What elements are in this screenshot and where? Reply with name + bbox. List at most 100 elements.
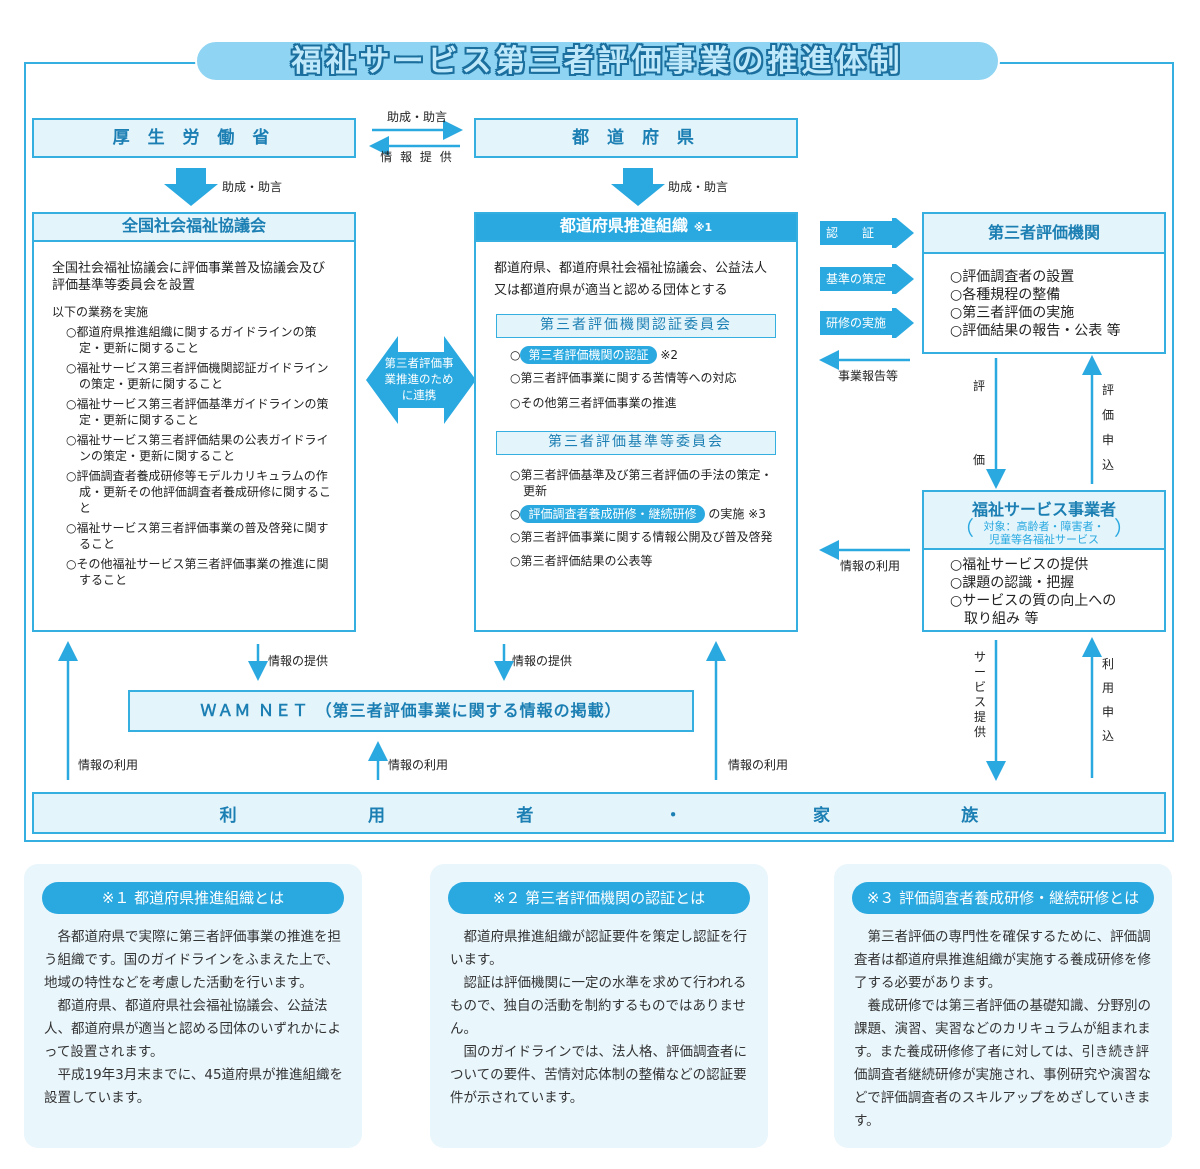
service-provide-char: サ: [973, 650, 986, 664]
zenshakyo-item: ○評価調査者養成研修等モデルカリキュラムの作成・更新その他評価調査者養成研修に関…: [66, 469, 332, 515]
provider-item: 取り組み 等: [950, 611, 1039, 627]
zenshakyo-item: ○その他福祉サービス第三者評価事業の推進に関すること: [66, 557, 329, 587]
eval-apply-label: 評 価 申 込: [1102, 378, 1118, 478]
provider-target-line2: 児童等各福祉サービス: [989, 533, 1099, 546]
provider-header: 福祉サービス事業者 （ 対象：高齢者・障害者・ 児童等各福祉サービス ）: [924, 492, 1164, 550]
use-apply-char: 込: [1102, 729, 1115, 743]
users-char: ・: [664, 805, 682, 826]
note-paragraph: 都道府県推進組織が認証要件を策定し認証を行います。: [450, 929, 747, 968]
eval-apply-char: 申: [1102, 433, 1115, 447]
use-apply-char: 利: [1102, 657, 1115, 671]
provider-item: ○課題の認識・把握: [950, 575, 1075, 591]
promotion-org-panel: 都道府県推進組織 ※1 都道府県、都道府県社会福祉協議会、公益法人又は都道府県が適…: [474, 212, 798, 632]
provider-title: 福祉サービス事業者: [971, 500, 1116, 519]
agency-panel: 第三者評価機関 ○評価調査者の設置 ○各種規程の整備 ○第三者評価の実施 ○評価…: [922, 212, 1166, 354]
note-paragraph: 第三者評価の専門性を確保するために、評価調査者は都道府県推進組織が実施する養成研…: [854, 929, 1151, 991]
note-title-1: ※１ 都道府県推進組織とは: [42, 882, 344, 914]
cert-item-prefix: ○: [510, 348, 521, 362]
note-title-3: ※３ 評価調査者養成研修・継続研修とは: [852, 882, 1154, 914]
promotion-org-desc: 都道府県、都道府県社会福祉協議会、公益法人又は都道府県が適当と認める団体とする: [494, 261, 768, 298]
link-label-support: 助成・助言: [386, 110, 447, 124]
provider-target: （ 対象：高齢者・障害者・ 児童等各福祉サービス ）: [924, 516, 1164, 546]
service-provide-char: ス: [973, 695, 986, 709]
training-suffix: の実施: [708, 507, 745, 521]
service-provide-label: サ ー ビ ス 提 供: [972, 650, 988, 740]
wamnet-box: ＷＡＭ ＮＥＴ （第三者評価事業に関する情報の掲載）: [128, 690, 694, 732]
note-paragraph: 認証は評価機関に一定の水準を求めて行われるもので、独自の活動を制約するものではあ…: [450, 975, 747, 1037]
users-char: 用: [367, 805, 385, 826]
note-paragraph: 各都道府県で実際に第三者評価事業の推進を担う組織です。国のガイドラインをふまえた…: [44, 929, 341, 991]
cert-committee-item-cert: ○第三者評価機関の認証 ※2: [510, 346, 776, 364]
users-char: 族: [961, 805, 979, 826]
cert-committee-item: ○第三者評価事業に関する苦情等への対応: [510, 371, 737, 385]
connector-layer: [58, 120, 1102, 781]
zenshakyo-item: ○福祉サービス第三者評価機関認証ガイドラインの策定・更新に関すること: [66, 361, 329, 391]
zenshakyo-panel: 全国社会福祉協議会 全国社会福祉協議会に評価事業普及協議会及び評価基準等委員会を…: [32, 212, 356, 632]
tag-report: 事業報告等: [838, 369, 899, 383]
eval-apply-char: 評: [1102, 383, 1115, 397]
service-provide-char: ー: [973, 665, 986, 679]
info-use-provider-label: 情報の利用: [840, 559, 901, 573]
info-use-label-right: 情報の利用: [728, 758, 789, 772]
note-box-1: ※１ 都道府県推進組織とは 各都道府県で実際に第三者評価事業の推進を担う組織です…: [24, 864, 362, 1148]
info-use-label-left: 情報の利用: [78, 758, 139, 772]
zenshakyo-intro: 以下の業務を実施: [52, 305, 149, 319]
service-provide-char: ビ: [973, 680, 986, 694]
mhlw-box: 厚 生 労 働 省: [32, 118, 356, 158]
standards-committee-item: ○第三者評価基準及び第三者評価の手法の策定・更新: [510, 468, 773, 498]
note-paragraph: 平成19年3月末までに、45道府県が推進組織を設置しています。: [44, 1067, 344, 1106]
tag-training: 研修の実施: [820, 311, 892, 335]
tag-arrow-training: [892, 308, 914, 338]
eval-label-2: 価: [973, 453, 986, 467]
cert-committee-item: ○その他第三者評価事業の推進: [510, 396, 677, 410]
provider-paren-left: （: [954, 516, 974, 540]
note-paragraph: 国のガイドラインでは、法人格、評価調査者についての要件、苦情対応体制の整備などの…: [450, 1044, 747, 1106]
diagram-title: 福祉サービス第三者評価事業の推進体制: [195, 40, 1000, 82]
eval-apply-char: 込: [1102, 458, 1115, 472]
service-provide-char: 提: [973, 710, 986, 724]
standards-committee-item: ○第三者評価事業に関する情報公開及び普及啓発: [510, 530, 773, 544]
support-label-right: 助成・助言: [668, 180, 729, 194]
agency-title: 第三者評価機関: [924, 214, 1164, 254]
zenshakyo-item: ○福祉サービス第三者評価基準ガイドラインの策定・更新に関すること: [66, 397, 329, 427]
agency-item: ○第三者評価の実施: [950, 305, 1075, 321]
provider-target-line1: 対象：高齢者・障害者・: [983, 520, 1105, 533]
tag-standards: 基準の策定: [820, 267, 892, 291]
tag-arrow-standards: [892, 264, 914, 294]
support-label-left: 助成・助言: [222, 180, 283, 194]
cert-committee-title: 第三者評価機関認証委員会: [496, 314, 776, 338]
note-box-3: ※３ 評価調査者養成研修・継続研修とは 第三者評価の専門性を確保するために、評価…: [834, 864, 1172, 1148]
use-apply-char: 用: [1102, 681, 1115, 695]
cooperation-arrow: [366, 336, 476, 424]
info-provide-label-left: 情報の提供: [268, 654, 329, 668]
agency-item: ○評価調査者の設置: [950, 269, 1075, 285]
training-pill: 評価調査者養成研修・継続研修: [520, 505, 705, 523]
zenshakyo-title: 全国社会福祉協議会: [34, 214, 354, 242]
standards-committee-title: 第三者評価基準等委員会: [496, 431, 776, 455]
agency-item: ○評価結果の報告・公表 等: [950, 323, 1121, 339]
eval-apply-char: 価: [1102, 408, 1115, 422]
users-char: 利: [219, 805, 237, 826]
provider-item: ○福祉サービスの提供: [950, 557, 1089, 573]
info-provide-label-right: 情報の提供: [512, 654, 573, 668]
prefecture-box: 都 道 府 県: [474, 118, 798, 158]
note-paragraph: 都道府県、都道府県社会福祉協議会、公益法人、都道府県が適当と認める団体のいずれか…: [44, 998, 341, 1060]
link-label-info: 情 報 提 供: [380, 150, 454, 164]
use-apply-label: 利 用 申 込: [1102, 652, 1118, 748]
service-provide-char: 供: [973, 725, 986, 739]
big-arrow-right: [611, 168, 665, 206]
cert-note: ※2: [660, 348, 679, 362]
provider-panel: 福祉サービス事業者 （ 対象：高齢者・障害者・ 児童等各福祉サービス ） ○福祉…: [922, 490, 1166, 632]
promotion-org-title-text: 都道府県推進組織: [559, 216, 688, 235]
info-use-label-wam: 情報の利用: [388, 758, 449, 772]
zenshakyo-item: ○都道府県推進組織に関するガイドラインの策定・更新に関すること: [66, 325, 317, 355]
zenshakyo-desc: 全国社会福祉協議会に評価事業普及協議会及び評価基準等委員会を設置: [52, 261, 326, 293]
standards-committee-item: ○第三者評価結果の公表等: [510, 554, 653, 568]
users-char: 家: [812, 805, 830, 826]
use-apply-char: 申: [1102, 705, 1115, 719]
provider-paren-right: ）: [1114, 516, 1134, 540]
big-arrow-left: [164, 168, 218, 206]
promotion-org-note: ※1: [693, 221, 713, 234]
agency-item: ○各種規程の整備: [950, 287, 1061, 303]
promotion-org-title: 都道府県推進組織 ※1: [476, 214, 796, 242]
